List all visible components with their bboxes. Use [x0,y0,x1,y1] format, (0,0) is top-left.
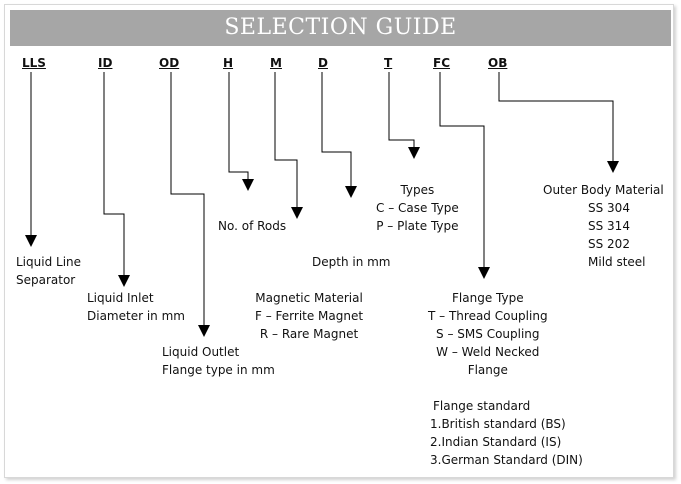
label-ob-line: SS 304 [588,201,630,215]
guide-frame [4,4,674,478]
label-flange-standard-line: Flange standard [433,399,531,413]
connector-fc [439,72,485,268]
label-m: Magnetic Material F – Ferrite Magnet R –… [255,289,363,343]
arrow-fc [478,267,490,279]
code-d: D [318,56,328,70]
arrow-d [345,186,357,198]
label-id-line: Liquid Inlet [87,291,154,305]
code-lls: LLS [22,56,46,70]
label-fc-line: S – SMS Coupling [436,327,540,341]
code-h: H [223,56,234,70]
label-od-line: Flange type in mm [162,363,275,377]
label-h: No. of Rods [218,217,286,235]
connector-id [103,72,125,276]
label-fc-line: W – Weld Necked [436,345,540,359]
arrow-lls [25,235,37,247]
arrow-h [242,179,254,191]
label-m-line: Magnetic Material [255,291,363,305]
label-d-line: Depth in mm [312,255,391,269]
page-title: SELECTION GUIDE [10,10,671,46]
label-od: Liquid Outlet Flange type in mm [162,343,275,379]
connector-t [388,72,415,148]
label-fc: Flange Type T – Thread Coupling S – SMS … [428,289,548,379]
label-ob-line: Mild steel [588,255,646,269]
label-lls: Liquid Line Separator [16,253,81,289]
label-d: Depth in mm [312,253,391,271]
label-id: Liquid Inlet Diameter in mm [87,289,185,325]
label-od-line: Liquid Outlet [162,345,240,359]
code-fc: FC [433,56,451,70]
label-id-line: Diameter in mm [87,309,185,323]
label-t: Types C – Case Type P – Plate Type [376,181,459,235]
label-t-line: C – Case Type [376,201,459,215]
label-fc-line: T – Thread Coupling [428,309,548,323]
connector-d [321,72,352,187]
label-lls-line: Liquid Line [16,255,82,269]
code-t: T [384,56,393,70]
code-m: M [270,56,282,70]
label-h-line: No. of Rods [218,219,287,233]
connector-m [274,72,298,208]
connector-od [170,72,205,326]
code-id: ID [98,56,113,70]
label-flange-standard-line: 2.Indian Standard (IS) [430,435,562,449]
arrow-t [408,147,420,159]
code-od: OD [159,56,180,70]
label-flange-standard: Flange standard 1.British standard (BS) … [430,397,583,469]
label-flange-standard-line: 1.British standard (BS) [430,417,566,431]
label-m-line: F – Ferrite Magnet [255,309,364,323]
label-ob: Outer Body Material SS 304 SS 314 SS 202… [543,181,664,271]
code-ob: OB [488,56,508,70]
label-m-line: R – Rare Magnet [259,327,359,341]
connector-ob [498,72,614,162]
arrow-od [198,325,210,337]
arrow-id [118,275,130,287]
label-ob-line: SS 202 [588,237,630,251]
label-lls-line: Separator [16,273,76,287]
arrow-ob [607,161,619,173]
label-fc-line: Flange [467,363,508,377]
arrow-m [291,207,303,219]
label-ob-line: SS 314 [588,219,630,233]
label-flange-standard-line: 3.German Standard (DIN) [430,453,583,467]
label-ob-line: Outer Body Material [543,183,664,197]
connector-h [228,72,249,180]
label-t-line: Types [400,183,435,197]
label-fc-line: Flange Type [452,291,524,305]
label-t-line: P – Plate Type [376,219,459,233]
